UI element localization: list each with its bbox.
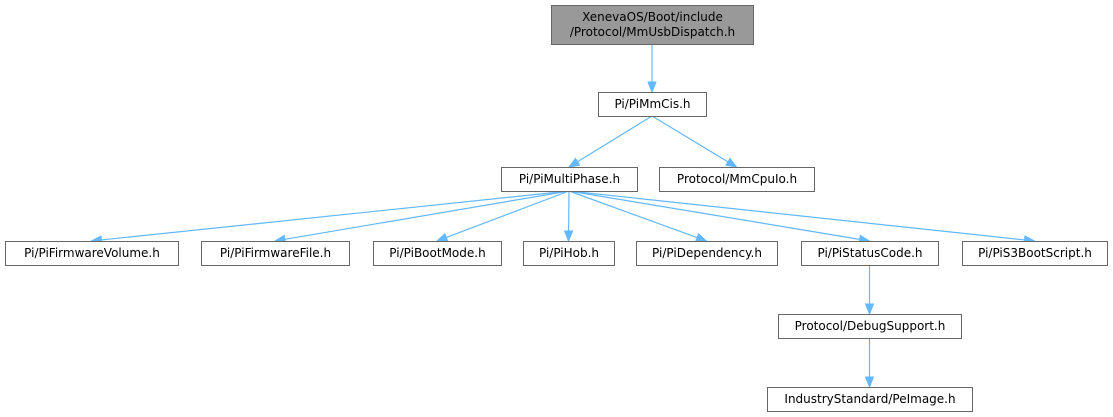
edge-multiphase-to-s3boot [568,190,1025,241]
node-box-multiphase [501,167,638,192]
node-label-dependency: Pi/PiDependency.h [652,246,762,260]
node-root[interactable]: XenevaOS/Boot/include/Protocol/MmUsbDisp… [551,5,754,45]
node-label-multiphase: Pi/PiMultiPhase.h [519,172,620,186]
node-multiphase[interactable]: Pi/PiMultiPhase.h [501,167,638,192]
node-label-fwfile: Pi/PiFirmwareFile.h [220,246,331,260]
node-box-debugsupport [778,314,962,339]
node-box-fwvol [5,241,179,266]
edge-multiphase-to-dependency [568,190,698,239]
edge-arrowhead-mmcis [647,81,657,94]
node-box-peimage [767,387,973,412]
edge-arrowhead-peimage [864,376,875,389]
edge-arrowhead-mmcpuio [725,157,738,168]
node-box-dependency [636,241,778,266]
node-peimage[interactable]: IndustryStandard/PeImage.h [767,387,973,412]
node-box-mmcpuio [659,167,815,192]
node-debugsupport[interactable]: Protocol/DebugSupport.h [778,314,962,339]
node-label-s3boot: Pi/PiS3BootScript.h [978,246,1092,260]
node-box-root [551,5,754,45]
node-fwvol[interactable]: Pi/PiFirmwareVolume.h [5,241,179,266]
nodes-layer: XenevaOS/Boot/include/Protocol/MmUsbDisp… [5,5,1108,412]
edge-arrowhead-bootmode [435,232,449,242]
node-bootmode[interactable]: Pi/PiBootMode.h [373,241,502,266]
edge-multiphase-to-fwvol [101,190,570,241]
edge-arrowhead-dependency [695,232,708,242]
edge-arrowhead-debugsupport [864,303,875,316]
edge-arrowhead-hob [563,230,574,243]
node-label-peimage: IndustryStandard/PeImage.h [784,392,955,406]
node-label-root-line2: /Protocol/MmUsbDispatch.h [570,25,735,39]
node-label-debugsupport: Protocol/DebugSupport.h [795,319,946,333]
node-mmcis[interactable]: Pi/PiMmCis.h [598,92,707,117]
node-label-root-line1: XenevaOS/Boot/include [582,10,723,24]
node-label-mmcis: Pi/PiMmCis.h [614,97,690,111]
edge-mmcis-to-mmcpuio [651,115,729,163]
node-dependency[interactable]: Pi/PiDependency.h [636,241,778,266]
node-hob[interactable]: Pi/PiHob.h [523,241,615,266]
edge-multiphase-to-fwfile [284,190,570,240]
edge-multiphase-to-bootmode [446,190,570,239]
node-mmcpuio[interactable]: Protocol/MmCpuIo.h [659,167,815,192]
node-statuscode[interactable]: Pi/PiStatusCode.h [801,241,939,266]
node-box-bootmode [373,241,502,266]
edge-multiphase-to-statuscode [568,190,860,240]
edge-arrowhead-multiphase [567,157,581,168]
node-box-fwfile [201,241,350,266]
node-box-statuscode [801,241,939,266]
node-s3boot[interactable]: Pi/PiS3BootScript.h [962,241,1108,266]
node-box-s3boot [962,241,1108,266]
node-label-bootmode: Pi/PiBootMode.h [389,246,485,260]
edge-mmcis-to-multiphase [577,115,653,163]
node-label-statuscode: Pi/PiStatusCode.h [817,246,922,260]
node-box-hob [523,241,615,266]
node-fwfile[interactable]: Pi/PiFirmwareFile.h [201,241,350,266]
node-box-mmcis [598,92,707,117]
node-label-fwvol: Pi/PiFirmwareVolume.h [24,246,160,260]
node-label-mmcpuio: Protocol/MmCpuIo.h [677,172,797,186]
node-label-hob: Pi/PiHob.h [539,246,599,260]
